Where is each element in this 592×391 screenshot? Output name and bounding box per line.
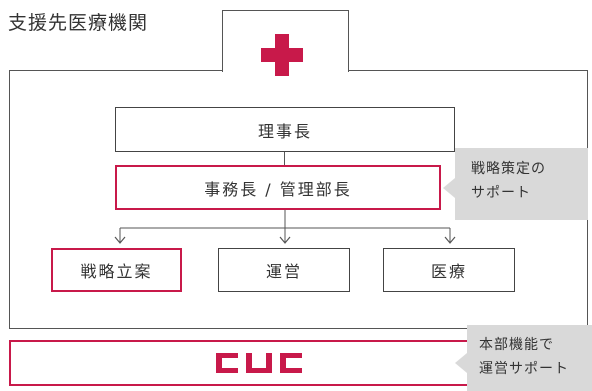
- department-medical: 医療: [383, 248, 515, 292]
- manager-node: 事務長 / 管理部長: [115, 165, 441, 210]
- hq-support-note: 本部機能で 運営サポート: [467, 325, 592, 391]
- cuc-headquarters: CUC: [9, 340, 509, 386]
- page-title: 支援先医療機関: [8, 12, 149, 34]
- director-label: 理事長: [257, 121, 312, 141]
- cuc-logo: [216, 353, 302, 373]
- strategy-support-note: 戦略策定の サポート: [455, 148, 588, 220]
- connector-line: [284, 152, 285, 166]
- note-line: 戦略策定の: [471, 161, 546, 177]
- department-label: 戦略立案: [80, 262, 153, 281]
- note-pointer: [455, 353, 467, 373]
- director-node: 理事長: [115, 107, 455, 152]
- department-strategy: 戦略立案: [51, 248, 182, 292]
- department-label: 運営: [265, 262, 302, 281]
- department-label: 医療: [430, 262, 467, 281]
- department-operations: 運営: [218, 248, 350, 292]
- manager-label: 事務長 / 管理部長: [204, 179, 352, 199]
- red-cross-icon: [261, 34, 303, 76]
- note-line: 運営サポート: [479, 361, 569, 377]
- note-line: サポート: [471, 185, 531, 201]
- branch-connectors: [114, 210, 456, 244]
- note-line: 本部機能で: [479, 337, 554, 353]
- note-pointer: [443, 178, 455, 198]
